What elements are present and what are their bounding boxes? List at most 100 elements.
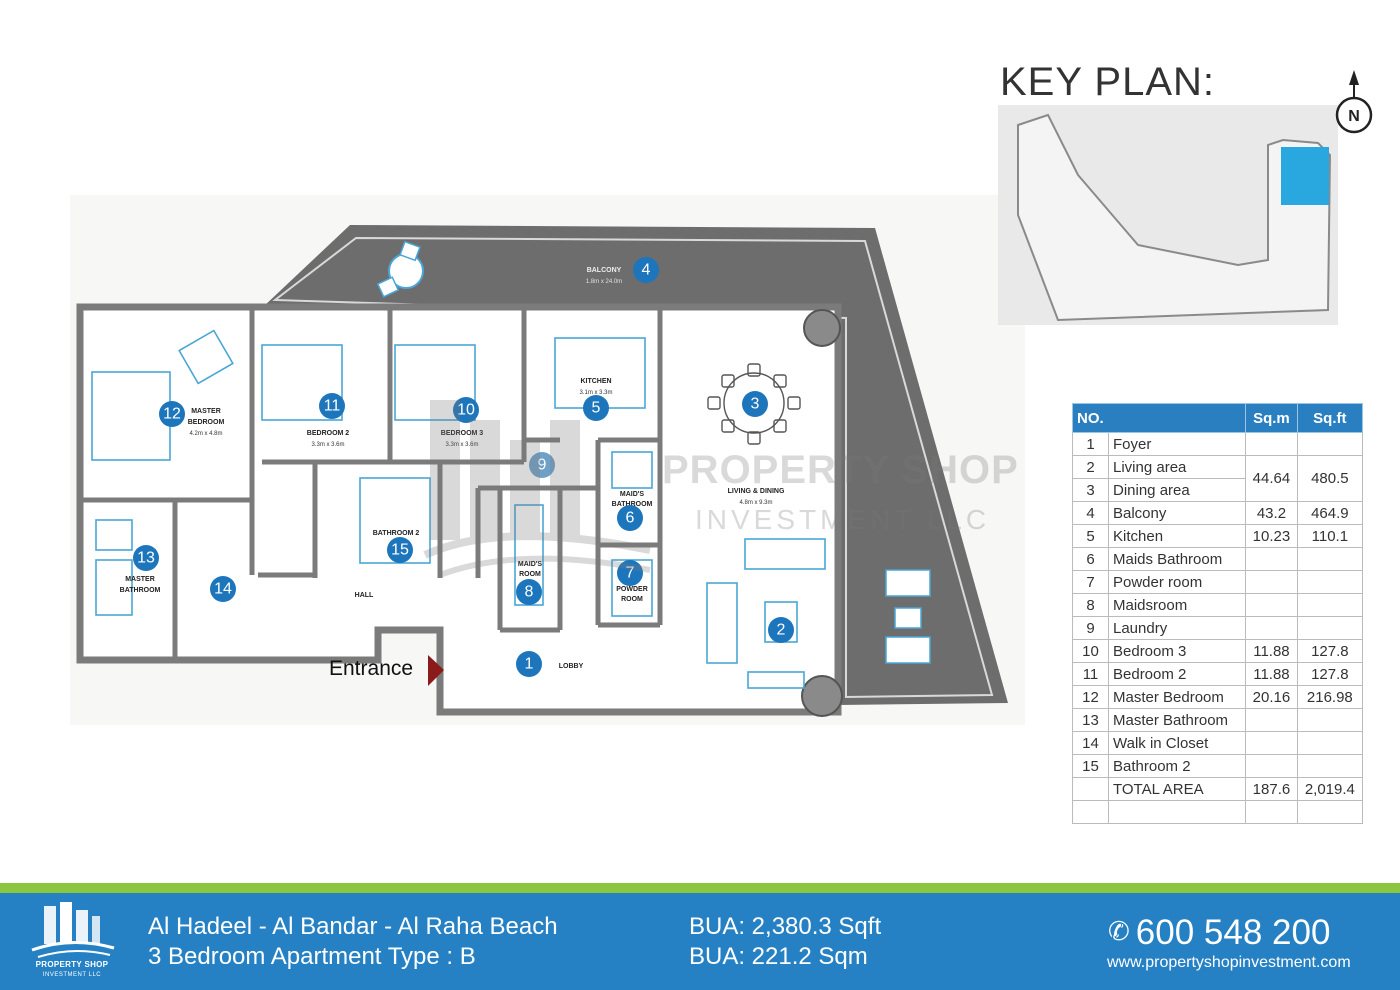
table-row: 15 Bathroom 2 — [1072, 754, 1364, 778]
row-sqm: 20.16 — [1245, 685, 1298, 709]
svg-text:6: 6 — [626, 510, 635, 527]
row-no: 15 — [1072, 754, 1109, 778]
row-sqft: 127.8 — [1296, 662, 1364, 686]
table-row-empty — [1072, 800, 1364, 824]
key-plan-title: KEY PLAN: — [1000, 60, 1216, 104]
svg-text:10: 10 — [457, 402, 475, 419]
phone-number[interactable]: ✆600 548 200 — [1108, 913, 1330, 953]
balcony-furniture — [376, 240, 931, 664]
room-label-master-bathroom-2: BATHROOM — [120, 587, 161, 594]
row-name: Balcony — [1107, 501, 1247, 525]
room-label-balcony: BALCONY — [587, 267, 622, 274]
row-name: Powder room — [1107, 570, 1247, 594]
room-label-master-bathroom: MASTER — [125, 576, 155, 583]
row-no: 8 — [1072, 593, 1109, 617]
row-sqm — [1245, 731, 1298, 755]
svg-text:15: 15 — [391, 542, 409, 559]
svg-text:2: 2 — [777, 622, 786, 639]
row-sqft: 464.9 — [1296, 501, 1364, 525]
room-marker-6: 6 — [617, 505, 643, 531]
header-sqft: Sq.ft — [1296, 403, 1364, 433]
row-sqm: 11.88 — [1245, 639, 1298, 663]
row-no: 7 — [1072, 570, 1109, 594]
entrance-label: Entrance — [329, 657, 414, 680]
row-name: Foyer — [1107, 432, 1247, 456]
row-no: 4 — [1072, 501, 1109, 525]
row-name: Bedroom 2 — [1107, 662, 1247, 686]
row-name: Dining area — [1107, 478, 1247, 502]
room-label-bedroom3: BEDROOM 3 — [441, 430, 484, 437]
website-link[interactable]: www.propertyshopinvestment.com — [1107, 954, 1351, 971]
north-arrow: N — [1335, 70, 1373, 134]
room-marker-5: 5 — [583, 395, 609, 421]
company-logo: PROPERTY SHOP INVESTMENT LLC — [22, 900, 122, 988]
room-marker-3: 3 — [742, 391, 768, 417]
row-sqft — [1296, 708, 1364, 732]
svg-text:5: 5 — [592, 400, 601, 417]
row-sqm: 43.2 — [1245, 501, 1298, 525]
table-row: 10 Bedroom 3 11.88 127.8 — [1072, 639, 1364, 663]
room-label-maids-room-2: ROOM — [519, 571, 541, 578]
floor-plan: BALCONY 1.8m x 24.0m MASTER BEDROOM 4.2m… — [76, 225, 1008, 717]
room-dim-bedroom3: 3.3m x 3.6m — [445, 442, 478, 448]
table-row: 6 Maids Bathroom — [1072, 547, 1364, 571]
room-label-bathroom2: BATHROOM 2 — [373, 530, 420, 537]
room-marker-11: 11 — [319, 393, 345, 419]
total-label: TOTAL AREA — [1107, 777, 1247, 801]
footer-bar: PROPERTY SHOP INVESTMENT LLC Al Hadeel -… — [0, 893, 1400, 990]
row-name: Maids Bathroom — [1107, 547, 1247, 571]
row-name: Master Bathroom — [1107, 708, 1247, 732]
room-label-master-bedroom: MASTER — [191, 408, 221, 415]
svg-text:13: 13 — [137, 550, 155, 567]
header-sqm: Sq.m — [1245, 403, 1298, 433]
row-no: 3 — [1072, 478, 1109, 502]
row-sqm — [1245, 570, 1298, 594]
row-name: Kitchen — [1107, 524, 1247, 548]
room-label-maids-bathroom: MAID'S — [620, 491, 645, 498]
row-sqft — [1296, 432, 1364, 456]
row-sqft — [1296, 754, 1364, 778]
room-label-living-dining: LIVING & DINING — [728, 488, 785, 495]
key-plan: N — [998, 70, 1373, 325]
row-no: 6 — [1072, 547, 1109, 571]
room-label-kitchen: KITCHEN — [580, 378, 611, 385]
row-sqm-merged: 44.64 — [1245, 455, 1298, 502]
row-no: 9 — [1072, 616, 1109, 640]
room-marker-1: 1 — [516, 651, 542, 677]
total-sqm: 187.6 — [1245, 777, 1298, 801]
dining-table — [707, 363, 801, 445]
row-sqm — [1245, 754, 1298, 778]
row-no: 13 — [1072, 708, 1109, 732]
row-sqm — [1245, 432, 1298, 456]
row-name: Living area — [1107, 455, 1247, 479]
row-sqm — [1245, 708, 1298, 732]
svg-text:1: 1 — [525, 656, 534, 673]
key-plan-building — [1017, 113, 1332, 322]
room-label-hall: HALL — [355, 592, 374, 599]
location-text: Al Hadeel - Al Bandar - Al Raha Beach — [148, 913, 558, 940]
row-no: 10 — [1072, 639, 1109, 663]
north-label: N — [1348, 108, 1360, 125]
row-name: Master Bedroom — [1107, 685, 1247, 709]
table-row: 1 Foyer — [1072, 432, 1364, 456]
row-sqft: 110.1 — [1296, 524, 1364, 548]
table-row: 2 Living area 44.64 480.5 — [1072, 455, 1364, 502]
row-no: 12 — [1072, 685, 1109, 709]
row-name: Bedroom 3 — [1107, 639, 1247, 663]
room-label-maids-room: MAID'S — [518, 561, 543, 568]
room-marker-12: 12 — [159, 401, 185, 427]
room-marker-15: 15 — [387, 537, 413, 563]
room-dim-living-dining: 4.8m x 9.3m — [739, 500, 772, 506]
svg-text:14: 14 — [214, 581, 232, 598]
room-marker-13: 13 — [133, 545, 159, 571]
logo-building-icon — [31, 902, 115, 958]
logo-sub: INVESTMENT LLC — [42, 972, 102, 978]
room-label-bedroom2: BEDROOM 2 — [307, 430, 350, 437]
row-no: 5 — [1072, 524, 1109, 548]
column-bottom — [801, 675, 843, 717]
room-label-master-bedroom-2: BEDROOM — [188, 419, 225, 426]
column-top — [803, 309, 841, 347]
svg-text:3: 3 — [751, 396, 760, 413]
svg-text:11: 11 — [324, 398, 341, 415]
room-dim-balcony: 1.8m x 24.0m — [586, 279, 622, 285]
